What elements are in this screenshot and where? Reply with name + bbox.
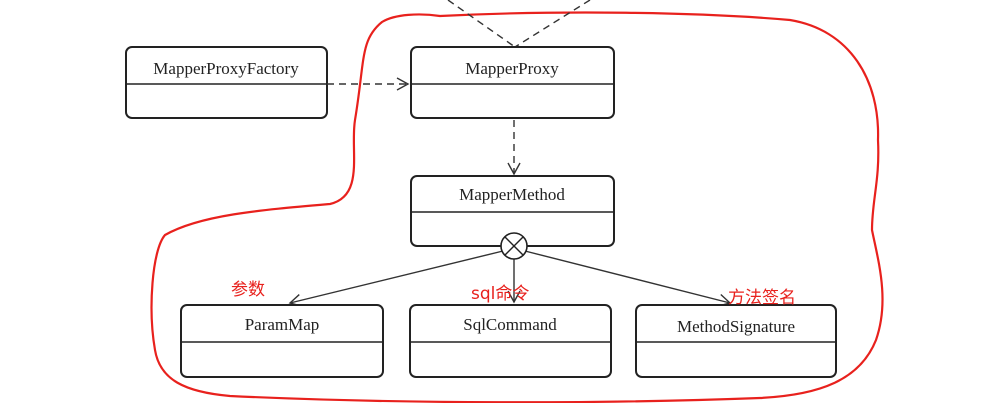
class-name-sql-command: SqlCommand bbox=[463, 315, 557, 334]
circled-x-icon bbox=[500, 232, 528, 260]
class-mapper-method: MapperMethod bbox=[410, 175, 615, 247]
annotation-param-map: 参数 bbox=[231, 280, 265, 300]
top-dependency-right bbox=[514, 0, 591, 48]
class-method-signature: MethodSignature bbox=[635, 304, 837, 378]
association-to-param-map bbox=[288, 250, 504, 307]
class-name-param-map: ParamMap bbox=[245, 315, 320, 334]
association-to-method-signature bbox=[524, 250, 732, 307]
class-name-method-signature: MethodSignature bbox=[677, 317, 795, 336]
highlight-outline bbox=[150, 11, 884, 403]
class-sql-command: SqlCommand bbox=[409, 304, 612, 378]
annotation-sql-command: sql命令 bbox=[471, 284, 529, 304]
class-mapper-proxy-factory: MapperProxyFactory bbox=[125, 46, 328, 119]
class-name-mapper-method: MapperMethod bbox=[459, 185, 565, 204]
class-name-mapper-proxy: MapperProxy bbox=[465, 59, 559, 78]
top-dependency-left bbox=[447, 0, 516, 48]
class-mapper-proxy: MapperProxy bbox=[410, 46, 615, 119]
class-param-map: ParamMap bbox=[180, 304, 384, 378]
class-name-mapper-proxy-factory: MapperProxyFactory bbox=[153, 59, 299, 78]
annotation-method-signature: 方法签名 bbox=[728, 288, 796, 308]
